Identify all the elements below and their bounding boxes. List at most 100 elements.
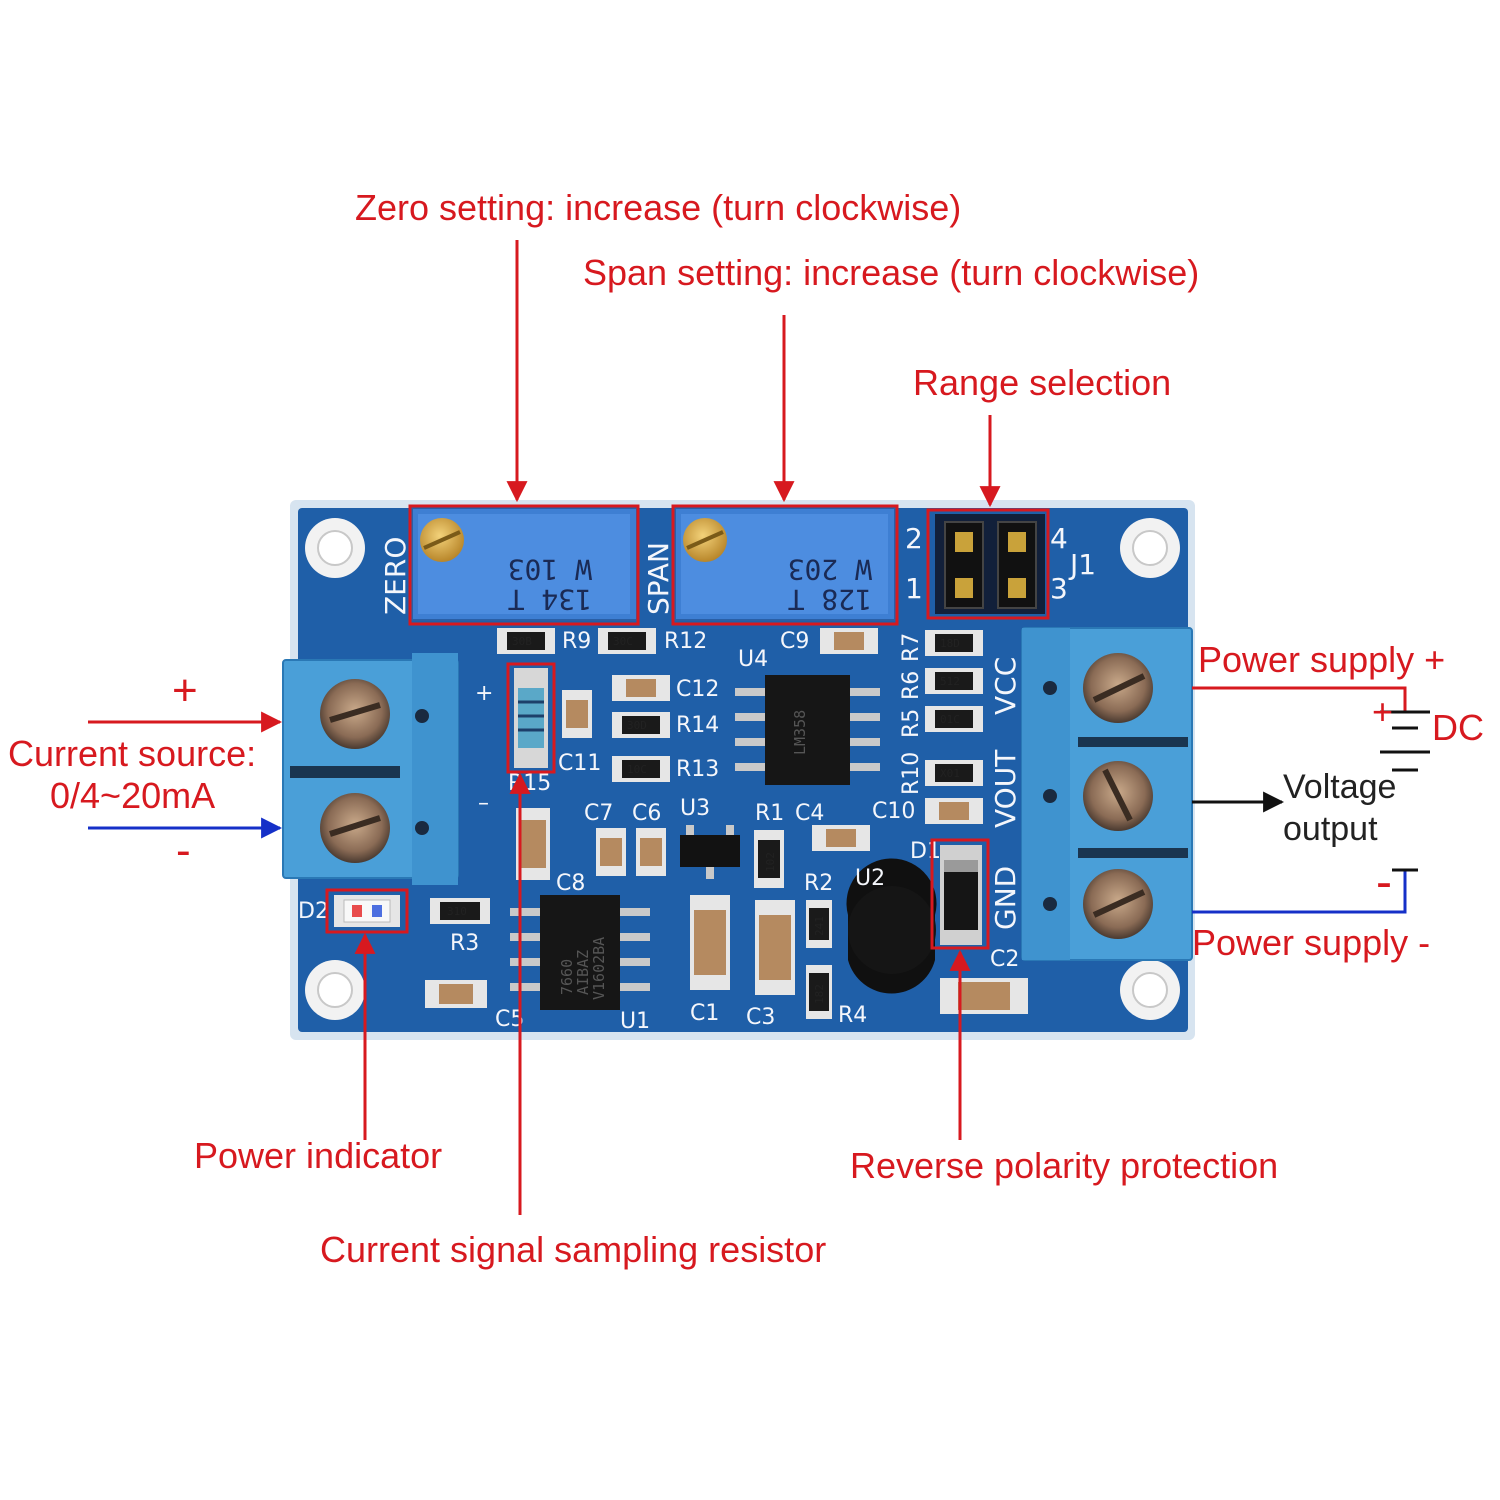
reverse-polarity-highlight-box — [930, 838, 990, 950]
svg-text:512: 512 — [940, 675, 960, 688]
sampling-resistor-highlight-box — [506, 662, 556, 774]
u4-opamp-chip: LM358 — [735, 675, 880, 785]
dc-minus-label: - — [1376, 856, 1392, 909]
power-supply-plus-callout: Power supply + — [1198, 639, 1445, 680]
u1-chip: 7660 AIBAZ V1602BA — [510, 895, 650, 1010]
smd-r12: 30C — [598, 628, 656, 654]
smd-c8 — [516, 808, 550, 880]
r15-sampling-resistor — [514, 668, 548, 768]
board-minus-mark: – — [478, 791, 489, 816]
vout-silkscreen: VOUT — [989, 749, 1022, 828]
c4-label: C4 — [795, 801, 824, 826]
r14-label: R14 — [676, 713, 719, 738]
svg-text:18D: 18D — [940, 637, 960, 650]
span-silkscreen: SPAN — [642, 542, 675, 615]
voltage-output-callout-line1: Voltage — [1283, 768, 1396, 806]
c3-label: C3 — [746, 1005, 775, 1030]
span-potentiometer[interactable]: W 203 128 T — [674, 507, 896, 621]
span-highlight-box — [671, 504, 899, 626]
smd-c2 — [940, 978, 1028, 1014]
smd-c6 — [636, 828, 666, 876]
current-source-callout-line2: 0/4~20mA — [50, 775, 215, 816]
zero-potentiometer[interactable]: W 103 134 T — [411, 507, 638, 621]
output-terminal-block[interactable] — [1021, 627, 1193, 961]
input-terminal-block[interactable] — [282, 653, 459, 885]
smd-c10 — [925, 798, 983, 824]
power-indicator-callout: Power indicator — [194, 1135, 442, 1176]
j1-pin2-label: 2 — [905, 522, 923, 555]
r1-label: R1 — [755, 801, 784, 826]
span-setting-callout: Span setting: increase (turn clockwise) — [583, 252, 1199, 293]
u1-chip-marking-3: V1602BA — [590, 937, 608, 1000]
smd-r4: 182 — [806, 965, 832, 1019]
smd-r13: 10C — [612, 756, 670, 782]
range-highlight-box — [926, 508, 1050, 620]
r10-label: R10 — [899, 752, 924, 795]
smd-c1 — [690, 895, 730, 990]
c9-label: C9 — [780, 629, 809, 654]
smd-c11 — [562, 690, 592, 738]
source-plus-label: + — [172, 666, 198, 715]
source-minus-label: - — [176, 826, 191, 875]
c11-label: C11 — [558, 751, 601, 776]
j1-label: J1 — [1068, 548, 1096, 581]
c10-label: C10 — [872, 799, 915, 824]
vcc-silkscreen: VCC — [989, 657, 1022, 715]
u1-label: U1 — [620, 1009, 650, 1034]
c1-label: C1 — [690, 1001, 719, 1026]
reverse-polarity-callout: Reverse polarity protection — [850, 1145, 1278, 1186]
dc-label: DC — [1432, 707, 1484, 748]
zero-highlight-box — [408, 504, 640, 626]
c8-label: C8 — [556, 871, 585, 896]
j1-pin4-label: 4 — [1050, 522, 1068, 555]
r6-label: R6 — [899, 671, 924, 700]
r15-label: R15 — [508, 771, 551, 796]
svg-text:182: 182 — [813, 984, 826, 1004]
u3-label: U3 — [680, 796, 710, 821]
u4-chip-marking: LM358 — [791, 710, 809, 755]
range-jumper-j1[interactable] — [935, 514, 1045, 614]
r7-label: R7 — [899, 633, 924, 662]
d1-label: D1 — [910, 839, 941, 864]
j1-pin1-label: 1 — [905, 572, 923, 605]
smd-r1: 102 — [754, 830, 784, 888]
svg-text:241: 241 — [813, 916, 826, 936]
svg-text:310: 310 — [447, 905, 467, 918]
smd-r3: 310 — [430, 898, 490, 924]
svg-text:01C: 01C — [940, 713, 960, 726]
smd-r2: 241 — [806, 900, 832, 948]
smd-c3 — [755, 900, 795, 995]
d2-label: D2 — [298, 899, 329, 924]
smd-r6: 512 — [925, 668, 983, 694]
power-minus-wire — [1192, 870, 1407, 914]
d1-diode — [940, 845, 982, 945]
dc-battery-symbol — [1380, 710, 1430, 872]
d2-power-led — [334, 895, 400, 927]
zero-setting-callout: Zero setting: increase (turn clockwise) — [355, 187, 961, 228]
range-selection-callout: Range selection — [913, 362, 1171, 403]
zero-silkscreen: ZERO — [379, 537, 412, 615]
smd-r14: 30D — [612, 712, 670, 738]
r12-label: R12 — [664, 629, 707, 654]
svg-text:102: 102 — [764, 852, 777, 872]
smd-c12 — [612, 675, 670, 701]
smd-r7: 18D — [925, 630, 983, 656]
voltage-output-callout-line2: output — [1283, 810, 1378, 848]
svg-text:10C: 10C — [627, 763, 647, 776]
c12-label: C12 — [676, 677, 719, 702]
zero-pot-label-2: 134 T — [508, 583, 592, 616]
u3-transistor — [680, 825, 740, 879]
r3-label: R3 — [450, 931, 479, 956]
power-supply-minus-callout: Power supply - — [1192, 922, 1430, 963]
svg-text:30D: 30D — [627, 719, 647, 732]
r5-label: R5 — [899, 709, 924, 738]
smd-c9 — [820, 628, 878, 654]
c2-label: C2 — [990, 947, 1019, 972]
smd-c7 — [596, 828, 626, 876]
span-pot-label-1: W 203 — [788, 553, 872, 586]
smd-c4 — [812, 825, 870, 851]
u1-chip-marking-2: AIBAZ — [574, 950, 592, 995]
gnd-silkscreen: GND — [989, 866, 1022, 930]
r4-label: R4 — [838, 1003, 867, 1028]
